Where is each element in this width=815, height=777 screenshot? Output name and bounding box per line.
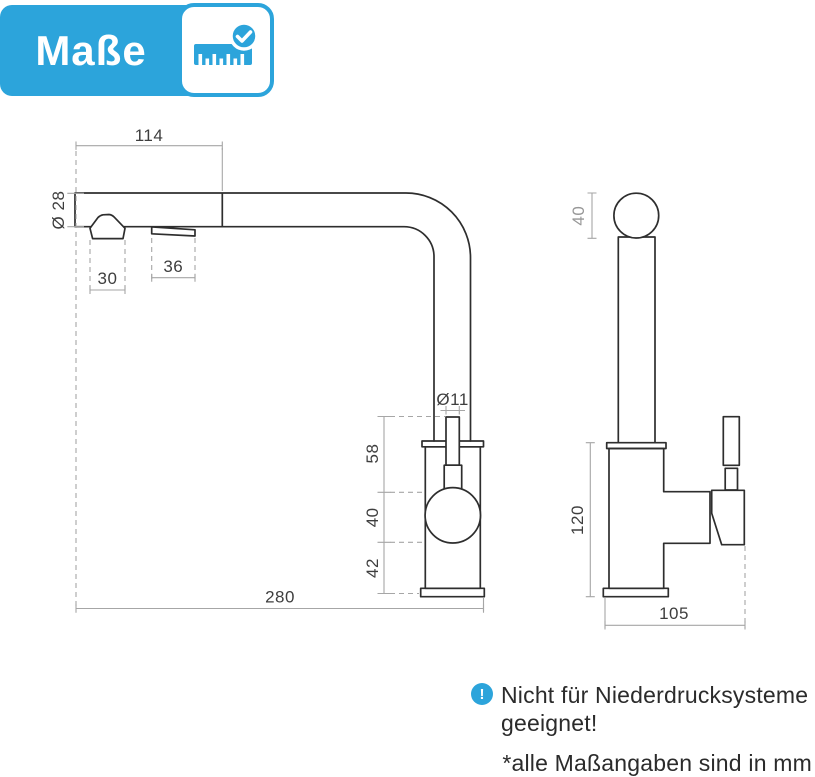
- dim-label-base: 42: [363, 558, 382, 578]
- dim-label-body-upper: 58: [363, 444, 382, 464]
- dim-line-body-height: [585, 442, 595, 598]
- dim-label-valve: 40: [363, 507, 382, 527]
- hose-connector: [443, 464, 463, 491]
- check-circle: [229, 21, 259, 51]
- handle-grip-upper: [722, 415, 741, 467]
- dim-label-bend: 40: [569, 206, 588, 226]
- note-line-1: Nicht für Niederdrucksysteme: [501, 682, 809, 708]
- ruler-check-icon: [194, 21, 259, 65]
- base-plate: [419, 587, 486, 598]
- handle-block: [710, 489, 746, 546]
- pullout-hose: [445, 416, 461, 467]
- front-flange: [605, 441, 667, 450]
- valve-ball: [424, 486, 482, 544]
- units-disclaimer: *alle Maßangaben sind in mm: [502, 750, 812, 776]
- note-line-2: geeignet!: [501, 710, 598, 736]
- info-icon: !: [471, 683, 493, 705]
- info-mark: !: [479, 685, 485, 703]
- front-body: [608, 447, 711, 590]
- dim-label-total-reach: 280: [265, 588, 295, 607]
- dim-label-body-height: 120: [568, 505, 587, 535]
- low-pressure-note: Nicht für Niederdrucksysteme geeignet!: [501, 681, 808, 737]
- ruler-badge: [178, 3, 274, 97]
- handle-grip-lower: [724, 467, 739, 491]
- riser-column: [617, 236, 656, 444]
- dim-label-spray-head: 30: [98, 269, 118, 288]
- dim-line-body-stack: [377, 415, 391, 595]
- flow-lever: [150, 226, 196, 237]
- spray-head: [89, 213, 126, 240]
- dim-label-spout-length: 114: [135, 126, 164, 145]
- banner-title: Maße: [35, 26, 147, 74]
- check-mark: [235, 30, 253, 43]
- side-view: [74, 192, 486, 598]
- dim-label-hose-diameter: Ø11: [436, 390, 468, 409]
- dim-label-body-depth: 105: [659, 604, 689, 623]
- front-base-plate: [602, 587, 670, 598]
- dim-line-hose-diameter: [440, 406, 465, 415]
- dim-ticks-spout-diameter: [67, 192, 84, 228]
- spout-and-pipe-outline: [74, 192, 472, 442]
- dim-line-bend: [587, 192, 597, 239]
- dim-label-lever: 36: [163, 257, 183, 276]
- front-view: [602, 192, 746, 598]
- dim-label-spout-diameter: Ø 28: [49, 191, 68, 230]
- ruler-ticks: [198, 54, 245, 65]
- front-view-dimensions: 40 120 105: [568, 192, 746, 630]
- bend-top: [613, 192, 660, 239]
- side-view-dimensions: 114 Ø 28 30 36 Ø11 58 40 42 280: [49, 126, 485, 613]
